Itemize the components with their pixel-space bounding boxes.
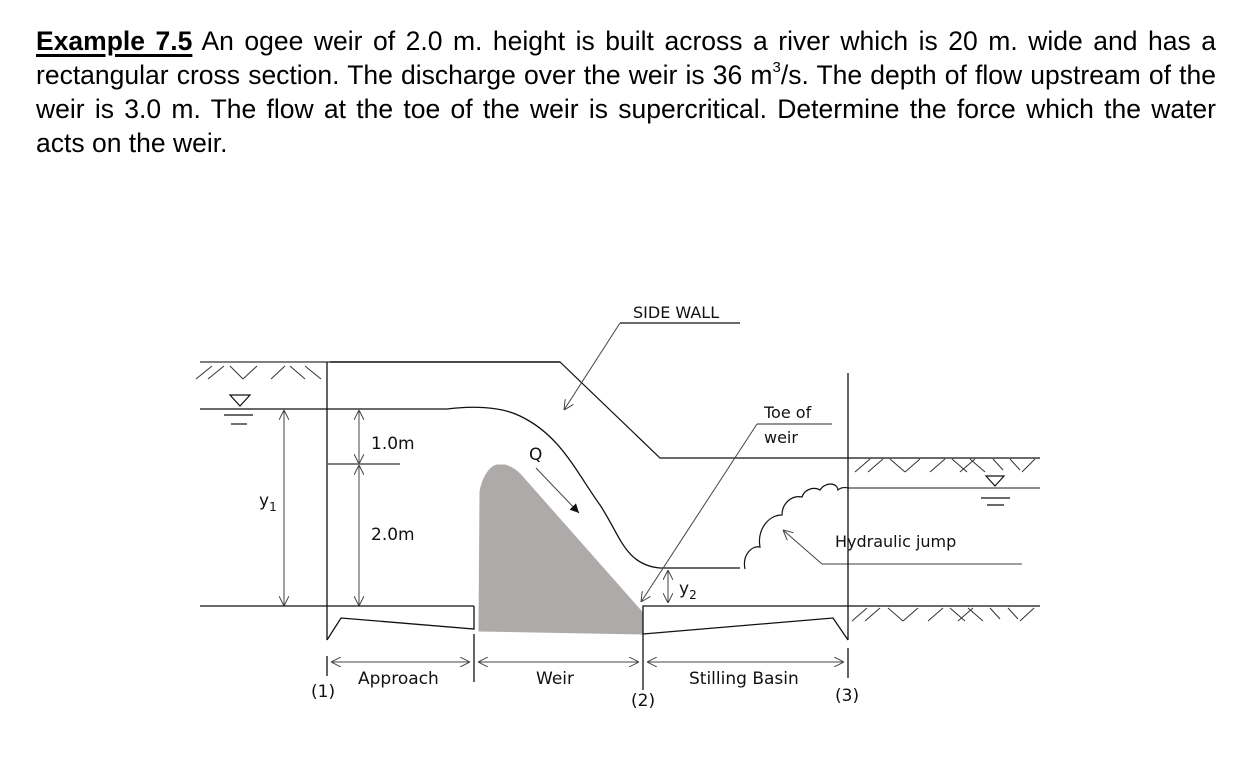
side-wall-outline [330,361,848,459]
svg-text:weir: weir [764,428,798,447]
superscript-3: 3 [772,59,781,77]
hydraulic-jump-rollers [743,483,850,570]
section-approach-label: Approach [358,669,439,689]
y1-label: y1 [259,491,277,514]
flow-q-label: Q [529,445,542,465]
upstream-water-level-icon [224,394,253,425]
station-2-label: (2) [631,691,655,711]
upstream-ground-hatch [195,361,560,380]
station-1-label: (1) [311,682,335,702]
stilling-basin-slab [642,605,1040,641]
problem-text-1: An ogee weir of 2.0 m. height is built a… [36,26,1217,90]
problem-statement: Example 7.5 An ogee weir of 2.0 m. heigh… [36,24,1216,160]
svg-text:Hydraulic jump: Hydraulic jump [835,532,956,551]
depth-1m-label: 1.0m [371,434,415,454]
approach-slab [200,605,475,641]
toe-of-weir-leader: Toe of weir [641,403,832,602]
station-3-label: (3) [835,686,859,706]
downstream-water-level-icon [981,475,1010,506]
section-weir-label: Weir [536,669,574,689]
svg-text:Toe of: Toe of [763,403,812,422]
svg-text:SIDE WALL: SIDE WALL [633,303,719,322]
ogee-weir-body [478,464,643,635]
water-surface-profile [200,406,740,569]
flow-arrow-icon [535,467,580,514]
side-wall-leader: SIDE WALL [564,303,740,410]
example-label: Example 7.5 [36,26,193,56]
hydraulic-jump-leader: Hydraulic jump [783,530,1022,565]
weir-height-label: 2.0m [371,525,415,545]
downstream-ground-hatch-top [854,458,1036,473]
y2-label: y2 [679,579,697,602]
section-stilling-basin-label: Stilling Basin [689,669,799,689]
problem-text-2: /s. The depth of flow upstream of the we… [36,60,1216,158]
downstream-ground-hatch-bottom [851,607,1035,622]
